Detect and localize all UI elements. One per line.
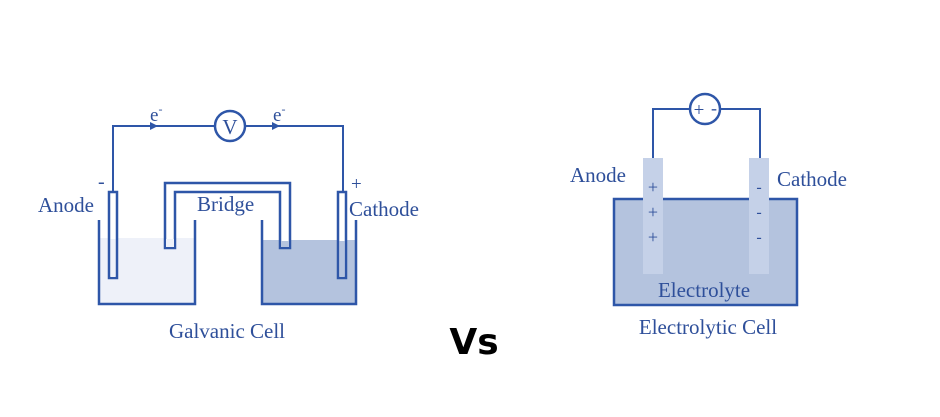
salt-bridge-anode-immersed	[166, 239, 174, 247]
electron-label-left: e-	[150, 102, 162, 126]
source-minus: -	[711, 98, 717, 118]
electron-arrow-right-icon	[272, 122, 280, 130]
salt-bridge-cathode-immersed	[281, 241, 289, 247]
electrolytic-cell: + - + + + - - - Anode Cathode Electrolyt…	[570, 92, 847, 339]
cathode-electrode-immersed	[339, 241, 345, 277]
cathode-beaker	[260, 220, 358, 306]
anode-sign: -	[98, 171, 105, 193]
galvanic-cell: V e- e- - Anode + Cathode Bridge Galvani…	[38, 102, 419, 343]
electrolyte-label: Electrolyte	[658, 278, 750, 302]
cathode-sign-2: -	[756, 204, 761, 221]
electron-label-right: e-	[273, 102, 285, 126]
voltmeter-symbol: V	[222, 115, 237, 139]
cathode-sign-1: -	[756, 179, 761, 196]
voltmeter-icon	[213, 109, 247, 143]
cathode-label: Cathode	[777, 167, 847, 191]
power-source-icon	[688, 92, 722, 126]
anode-label: Anode	[38, 193, 94, 217]
cathode-sign: +	[351, 174, 362, 195]
cathode-label: Cathode	[349, 197, 419, 221]
bridge-label: Bridge	[197, 192, 254, 216]
cathode-sign-3: -	[756, 229, 761, 246]
electrolytic-title: Electrolytic Cell	[639, 315, 777, 339]
anode-beaker	[97, 220, 197, 306]
anode-electrode	[643, 158, 663, 274]
anode-sign-3: +	[648, 227, 658, 247]
galvanic-title: Galvanic Cell	[169, 319, 285, 343]
salt-bridge	[163, 181, 292, 250]
anode-sign-1: +	[648, 177, 658, 197]
electron-arrow-left-icon	[150, 122, 158, 130]
source-plus: +	[694, 100, 705, 121]
anode-label: Anode	[570, 163, 626, 187]
vs-label: Vs	[449, 322, 498, 363]
anode-electrode-immersed	[110, 239, 116, 277]
anode-sign-2: +	[648, 202, 658, 222]
circuit-wire	[652, 108, 761, 158]
cathode-electrode	[749, 158, 769, 274]
